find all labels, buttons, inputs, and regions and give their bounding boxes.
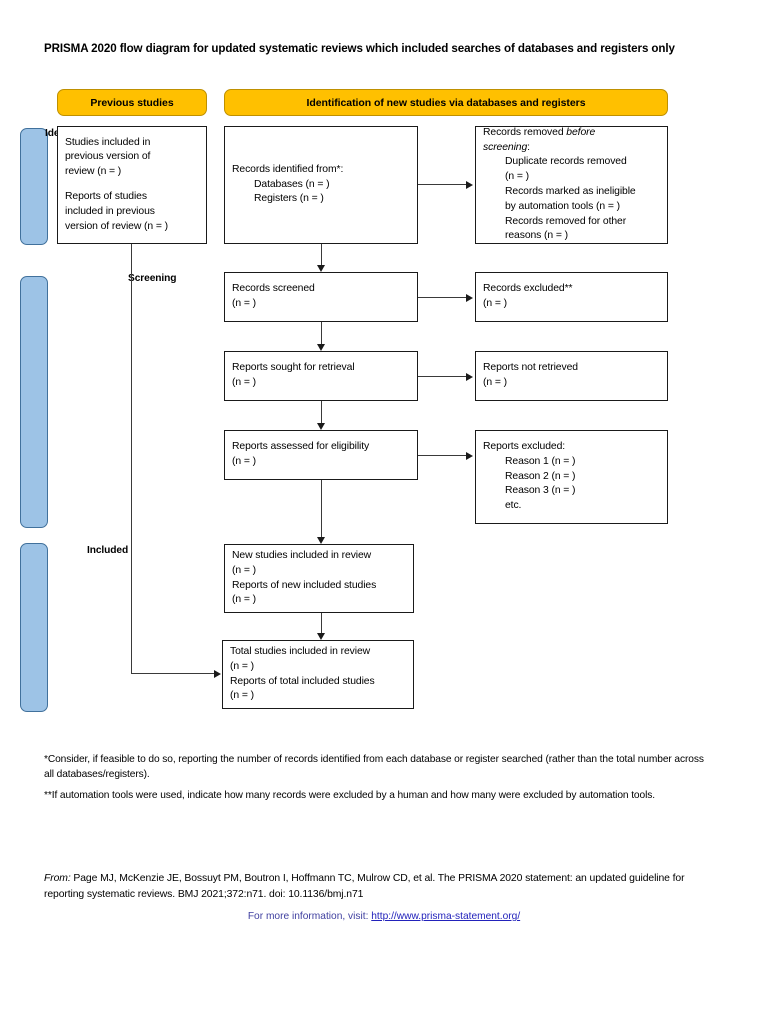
stage-bar-identification: [20, 128, 48, 245]
page-title: PRISMA 2020 flow diagram for updated sys…: [44, 42, 675, 55]
box-reports-assessed-line2: (n = ): [232, 456, 256, 467]
box-records-removed-line6: by automation tools (n = ): [505, 200, 620, 212]
box-records-identified-databases: Databases (n = ): [254, 178, 330, 190]
connector-sought-to-notretrieved: [418, 376, 466, 378]
citation: From: Page MJ, McKenzie JE, Bossuyt PM, …: [44, 871, 724, 902]
box-records-identified-line1: Records identified from*:: [232, 163, 344, 175]
arrow-screened-to-excluded: [466, 293, 473, 302]
box-total-studies-line1: Total studies included in review: [230, 645, 371, 657]
box-records-removed-line1-text: Records removed: [483, 126, 567, 138]
box-new-studies-line3: Reports of new included studies: [232, 579, 377, 591]
citation-from-label: From:: [44, 873, 71, 884]
box-records-removed-line2-colon: :: [527, 141, 530, 153]
prisma-statement-link[interactable]: http://www.prisma-statement.org/: [371, 911, 521, 922]
citation-text: Page MJ, McKenzie JE, Bossuyt PM, Boutro…: [44, 873, 685, 900]
box-records-identified: Records identified from*: Databases (n =…: [224, 126, 418, 244]
box-records-removed-line7: Records removed for other: [505, 215, 627, 227]
box-reports-excluded-reason3: Reason 3 (n = ): [505, 485, 576, 497]
box-previous-studies-line2: previous version of: [65, 151, 151, 163]
arrow-sought-to-assessed: [316, 423, 325, 430]
box-reports-excluded-reason1: Reason 1 (n = ): [505, 455, 576, 467]
connector-sought-to-assessed: [321, 401, 323, 423]
spacer: [65, 180, 199, 190]
box-records-removed-line1-emphasis: before: [566, 126, 596, 138]
more-information-prefix: For more information, visit:: [247, 911, 372, 922]
arrow-assessed-to-newstudies: [316, 537, 325, 544]
box-reports-sought-line1: Reports sought for retrieval: [232, 362, 355, 374]
box-records-screened-line1: Records screened: [232, 283, 315, 295]
connector-assessed-to-reportsexcluded: [418, 455, 466, 457]
footnote-consider: *Consider, if feasible to do so, reporti…: [44, 754, 704, 780]
box-records-screened-line2: (n = ): [232, 298, 256, 309]
arrow-previous-to-total: [214, 669, 221, 678]
connector-identified-to-removed: [418, 184, 466, 186]
box-previous-studies-line1: Studies included in: [65, 136, 151, 148]
box-records-identified-registers: Registers (n = ): [254, 193, 324, 205]
box-reports-assessed: Reports assessed for eligibility (n = ): [224, 430, 418, 480]
stage-label-screening: Screening: [128, 273, 177, 284]
connector-screened-to-excluded: [418, 297, 466, 299]
arrow-identified-to-screened: [316, 265, 325, 272]
box-reports-not-retrieved-line1: Reports not retrieved: [483, 362, 578, 374]
box-previous-studies-line5: included in previous: [65, 205, 155, 217]
box-previous-studies: Studies included in previous version of …: [57, 126, 207, 244]
header-bar-identification-new-studies: Identification of new studies via databa…: [224, 89, 668, 116]
box-reports-sought: Reports sought for retrieval (n = ): [224, 351, 418, 401]
box-total-studies-line4: (n = ): [230, 690, 254, 702]
box-records-excluded: Records excluded** (n = ): [475, 272, 668, 322]
arrow-screened-to-sought: [316, 344, 325, 351]
stage-label-included: Included: [87, 545, 129, 556]
box-total-studies-line2: (n = ): [230, 660, 254, 672]
box-reports-excluded: Reports excluded: Reason 1 (n = ) Reason…: [475, 430, 668, 524]
connector-assessed-to-newstudies: [321, 480, 323, 537]
footnote-automation-tools: **If automation tools were used, indicat…: [44, 790, 655, 801]
box-total-studies-included: Total studies included in review (n = ) …: [222, 640, 414, 709]
header-bar-identification-label: Identification of new studies via databa…: [306, 96, 586, 109]
box-previous-studies-line3: review (n = ): [65, 166, 122, 178]
box-records-removed-line5: Records marked as ineligible: [505, 186, 636, 197]
stage-bar-screening: [20, 276, 48, 528]
box-records-removed-line4: (n = ): [505, 171, 529, 183]
box-records-removed-line1: Records removed before: [483, 126, 660, 141]
arrow-sought-to-notretrieved: [466, 372, 473, 381]
arrow-newstudies-to-total: [316, 633, 325, 640]
box-new-studies-line1: New studies included in review: [232, 549, 372, 561]
box-records-removed-line3: Duplicate records removed: [505, 156, 627, 168]
box-records-removed-line2: screening:: [483, 141, 660, 156]
box-records-screened: Records screened (n = ): [224, 272, 418, 322]
box-records-excluded-line1: Records excluded**: [483, 283, 573, 295]
more-information-line: For more information, visit: http://www.…: [0, 911, 768, 922]
connector-screened-to-sought: [321, 322, 323, 344]
box-reports-sought-line2: (n = ): [232, 377, 256, 388]
stage-bar-included: [20, 543, 48, 712]
box-reports-excluded-reason2: Reason 2 (n = ): [505, 470, 576, 482]
box-total-studies-line3: Reports of total included studies: [230, 675, 375, 687]
box-new-studies-included: New studies included in review (n = ) Re…: [224, 544, 414, 613]
connector-identified-to-screened: [321, 244, 323, 265]
box-records-excluded-line2: (n = ): [483, 298, 507, 309]
header-bar-previous-studies-label: Previous studies: [90, 96, 174, 109]
connector-previous-to-total-horizontal: [131, 673, 215, 675]
box-reports-excluded-etc: etc.: [505, 500, 522, 512]
connector-previous-to-total-vertical: [131, 244, 133, 674]
box-reports-not-retrieved: Reports not retrieved (n = ): [475, 351, 668, 401]
box-reports-not-retrieved-line2: (n = ): [483, 377, 507, 388]
header-bar-previous-studies: Previous studies: [57, 89, 207, 116]
box-records-removed: Records removed before screening: Duplic…: [475, 126, 668, 244]
box-previous-studies-line4: Reports of studies: [65, 191, 147, 202]
box-reports-assessed-line1: Reports assessed for eligibility: [232, 441, 370, 453]
arrow-assessed-to-reportsexcluded: [466, 451, 473, 460]
box-reports-excluded-line1: Reports excluded:: [483, 441, 566, 453]
connector-newstudies-to-total: [321, 613, 323, 633]
box-previous-studies-line6: version of review (n = ): [65, 220, 168, 232]
box-records-removed-line2-emphasis: screening: [483, 141, 528, 153]
box-new-studies-line2: (n = ): [232, 564, 256, 576]
box-new-studies-line4: (n = ): [232, 594, 256, 606]
arrow-identified-to-removed: [466, 180, 473, 189]
box-records-removed-line8: reasons (n = ): [505, 230, 568, 242]
